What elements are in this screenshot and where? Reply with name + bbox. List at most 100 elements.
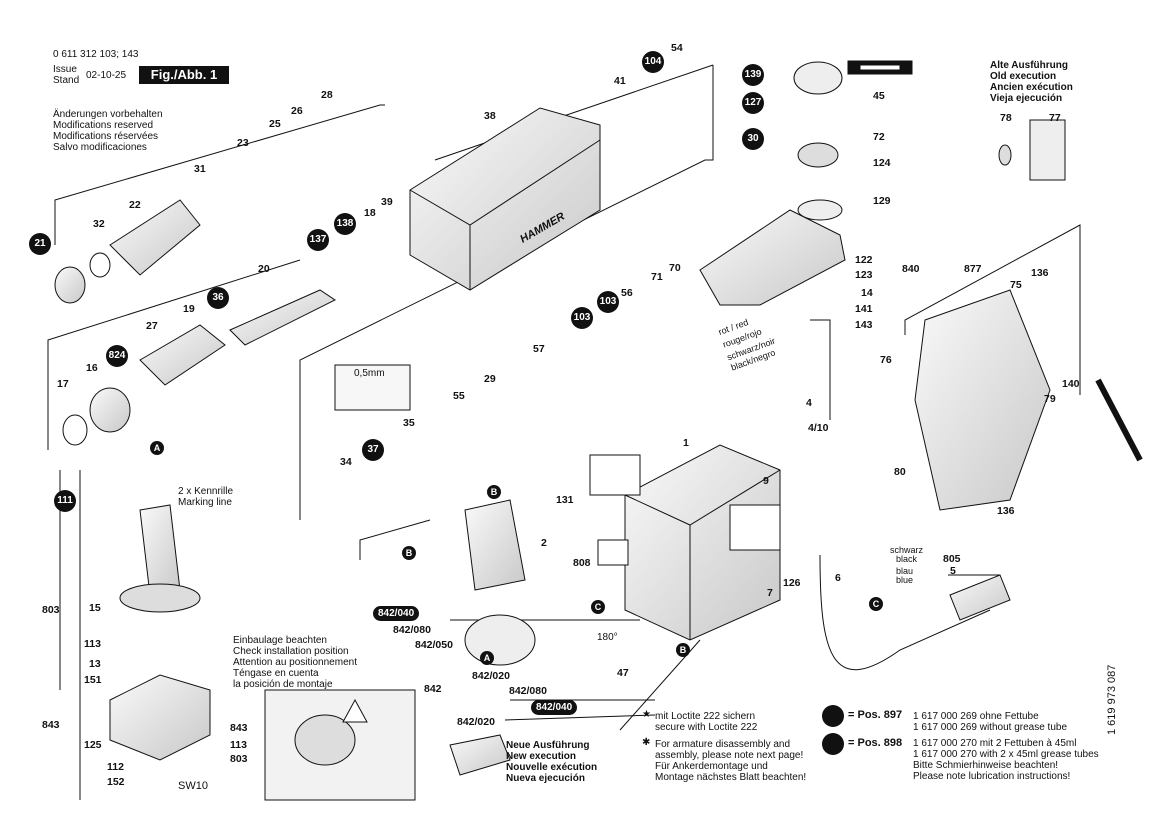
callout-137: 137 <box>307 229 329 251</box>
part-136-top: 136 <box>1031 267 1049 279</box>
letter-b-housing: B <box>676 643 690 657</box>
pill-842-040-b: 842/040 <box>531 700 578 715</box>
part-23: 23 <box>237 137 249 149</box>
part-32: 32 <box>93 218 105 230</box>
part-47: 47 <box>617 667 629 679</box>
part-842-050: 842/050 <box>415 639 453 651</box>
part-1: 1 <box>683 437 689 449</box>
part-136-bottom: 136 <box>997 505 1015 517</box>
wire-right-1: schwarz <box>890 545 924 555</box>
part-22: 22 <box>129 199 141 211</box>
install-note-2: Check installation position <box>233 646 349 657</box>
part-27: 27 <box>146 320 158 332</box>
part-842-020-b: 842/020 <box>457 716 495 728</box>
part-143: 143 <box>855 319 873 331</box>
star-note-1: mit Loctite 222 sichern <box>655 711 756 722</box>
changes-line-3: Modifications réservées <box>53 131 159 142</box>
marking-line-1: 2 x Kennrille <box>178 486 234 497</box>
part-140: 140 <box>1062 378 1080 390</box>
callout-21: 21 <box>29 233 51 255</box>
part-126: 126 <box>783 577 801 589</box>
inset-113: 113 <box>230 739 247 751</box>
pos897-text-2: 1 617 000 269 without grease tube <box>913 722 1068 733</box>
issue-label: Issue <box>53 64 77 75</box>
wire-right-2: black <box>896 554 918 564</box>
part-19: 19 <box>183 303 195 315</box>
part-5: 5 <box>950 565 956 577</box>
new-execution-3: Nouvelle exécution <box>506 762 598 773</box>
part-803: 803 <box>42 604 60 616</box>
part-54: 54 <box>671 42 683 54</box>
asterisk-icon: ✱ <box>642 737 651 748</box>
letter-a-top: A <box>150 441 164 455</box>
part-17: 17 <box>57 378 69 390</box>
letter-b-holder: B <box>402 546 416 560</box>
grease-dot-897 <box>822 705 844 727</box>
part-112: 112 <box>107 761 124 773</box>
part-20: 20 <box>258 263 270 275</box>
callout-103a: 103 <box>571 307 593 329</box>
part-6: 6 <box>835 572 841 584</box>
asterisk-note-2: assembly, please note next page! <box>655 750 804 761</box>
letter-c-brush: C <box>591 600 605 614</box>
changes-line-4: Salvo modificaciones <box>53 142 147 153</box>
old-execution-3: Ancien exécution <box>990 82 1073 93</box>
callout-30: 30 <box>742 128 764 150</box>
install-note-3: Attention au positionnement <box>233 657 357 668</box>
callout-139: 139 <box>742 64 764 86</box>
part-842-080-a: 842/080 <box>393 624 431 636</box>
drawing-number: 1 619 973 087 <box>1106 664 1118 735</box>
changes-line-1: Änderungen vorbehalten <box>53 109 163 120</box>
part-805: 805 <box>943 553 961 565</box>
part-72: 72 <box>873 131 885 143</box>
stand-label: Stand <box>53 75 80 86</box>
part-18: 18 <box>364 207 376 219</box>
part-25: 25 <box>269 118 281 130</box>
grease-dot-898 <box>822 733 844 755</box>
part-16: 16 <box>86 362 98 374</box>
gap-label: 0,5mm <box>354 368 385 379</box>
pos898-text-2: 1 617 000 270 with 2 x 45ml grease tubes <box>913 749 1099 760</box>
part-842: 842 <box>424 683 442 695</box>
part-843: 843 <box>42 719 60 731</box>
part-15: 15 <box>89 602 101 614</box>
part-45: 45 <box>873 90 885 102</box>
part-39: 39 <box>381 196 393 208</box>
part-71: 71 <box>651 271 663 283</box>
part-113: 113 <box>84 638 101 650</box>
callout-127: 127 <box>742 92 764 114</box>
part-77: 77 <box>1049 112 1061 124</box>
part-76: 76 <box>880 354 892 366</box>
part-29: 29 <box>484 373 496 385</box>
part-56: 56 <box>621 287 633 299</box>
part-4-10: 4/10 <box>808 422 829 434</box>
asterisk-note-3: Für Ankerdemontage und <box>655 761 768 772</box>
install-note-4: Téngase en cuenta <box>233 668 319 679</box>
callout-824: 824 <box>106 345 128 367</box>
part-125: 125 <box>84 739 102 751</box>
pos898-text-3: Bitte Schmierhinweise beachten! <box>913 760 1059 771</box>
callout-37: 37 <box>362 439 384 461</box>
install-note-5: la posición de montaje <box>233 679 333 690</box>
part-28: 28 <box>321 89 333 101</box>
letter-b-coil: B <box>487 485 501 499</box>
part-26: 26 <box>291 105 303 117</box>
part-79: 79 <box>1044 393 1056 405</box>
callout-103b: 103 <box>597 291 619 313</box>
new-execution-2: New execution <box>506 751 577 762</box>
part-151: 151 <box>84 674 102 686</box>
part-7: 7 <box>767 587 773 599</box>
part-877: 877 <box>964 263 982 275</box>
part-78: 78 <box>1000 112 1012 124</box>
old-execution-1: Alte Ausführung <box>990 60 1068 71</box>
pos898-text-4: Please note lubrication instructions! <box>913 771 1071 782</box>
inset-803: 803 <box>230 753 248 765</box>
part-141: 141 <box>855 303 873 315</box>
pos898-label: = Pos. 898 <box>848 737 903 749</box>
part-842-020-a: 842/020 <box>472 670 510 682</box>
old-execution-2: Old execution <box>990 71 1057 82</box>
inset-843: 843 <box>230 722 248 734</box>
wire-right-4: blue <box>896 575 914 585</box>
part-41: 41 <box>614 75 626 87</box>
asterisk-note-4: Montage nächstes Blatt beachten! <box>655 772 807 783</box>
